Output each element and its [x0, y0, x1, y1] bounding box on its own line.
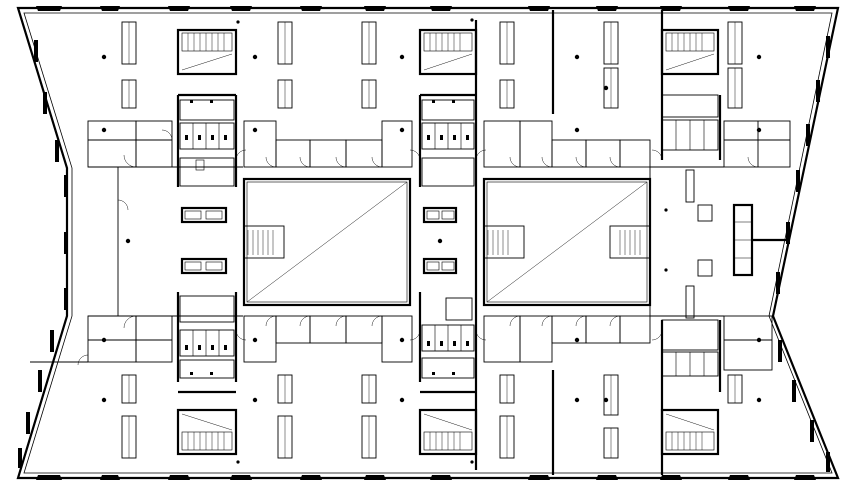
- door-swings: [77, 129, 759, 366]
- elevator-shafts: [180, 203, 790, 277]
- small-fixtures: [190, 18, 668, 464]
- desk-blocks: [121, 21, 743, 459]
- structural-columns: [101, 54, 762, 403]
- facade-mullions: [18, 6, 830, 480]
- atriums: [242, 177, 652, 307]
- exterior-wall: [16, 6, 840, 480]
- stair-cores: [176, 28, 720, 456]
- core-toilet-blocks: [176, 10, 722, 475]
